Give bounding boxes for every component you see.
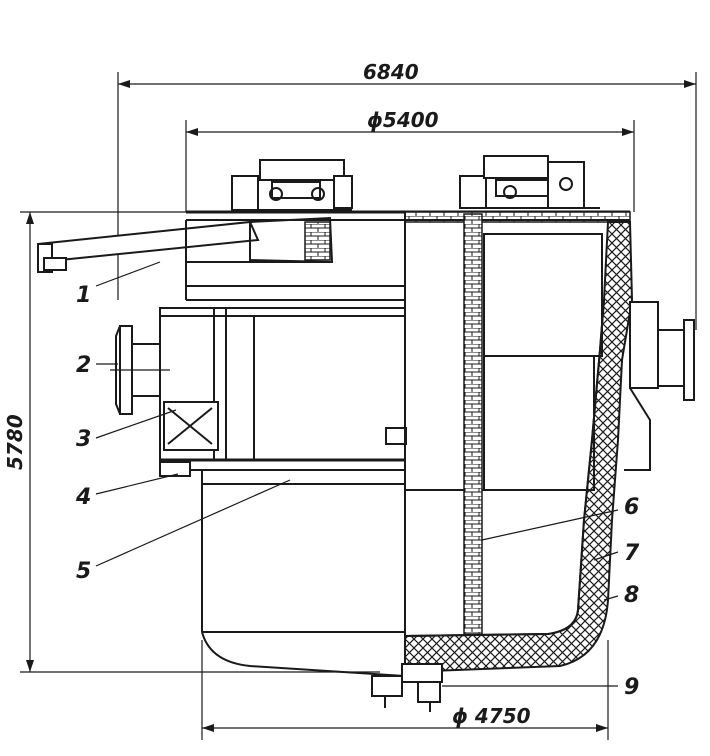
dimension-overall-width: 6840: [117, 60, 697, 330]
dimension-top-diameter: ϕ5400: [185, 108, 635, 212]
height-label: 5780: [3, 414, 27, 470]
vessel-right-section: [371, 212, 695, 712]
callout-5: 5: [76, 559, 91, 584]
callout-7: 7: [624, 541, 640, 566]
dimension-height: 5780: [3, 211, 380, 673]
callout-3: 3: [76, 427, 91, 452]
overall-width-label: 6840: [363, 60, 419, 84]
dimension-bottom-diameter: ϕ 4750: [201, 640, 609, 740]
callout-4: 4: [75, 485, 91, 510]
callout-labels: 1 2 3 4 5 6 7 8 9: [75, 283, 640, 700]
top-diameter-label: ϕ5400: [367, 108, 439, 132]
vessel-left-body: [159, 220, 407, 677]
callout-1: 1: [76, 283, 91, 308]
bottom-diameter-label: ϕ 4750: [452, 704, 531, 728]
callout-6: 6: [624, 495, 639, 520]
callout-8: 8: [624, 583, 639, 608]
leader-lines: [95, 261, 619, 687]
lifting-beam: [36, 216, 334, 273]
callout-9: 9: [624, 675, 639, 700]
left-nozzle: [110, 325, 170, 415]
right-top-mechanism: [459, 155, 600, 209]
left-top-mechanism: [231, 159, 353, 211]
callout-2: 2: [76, 353, 91, 378]
